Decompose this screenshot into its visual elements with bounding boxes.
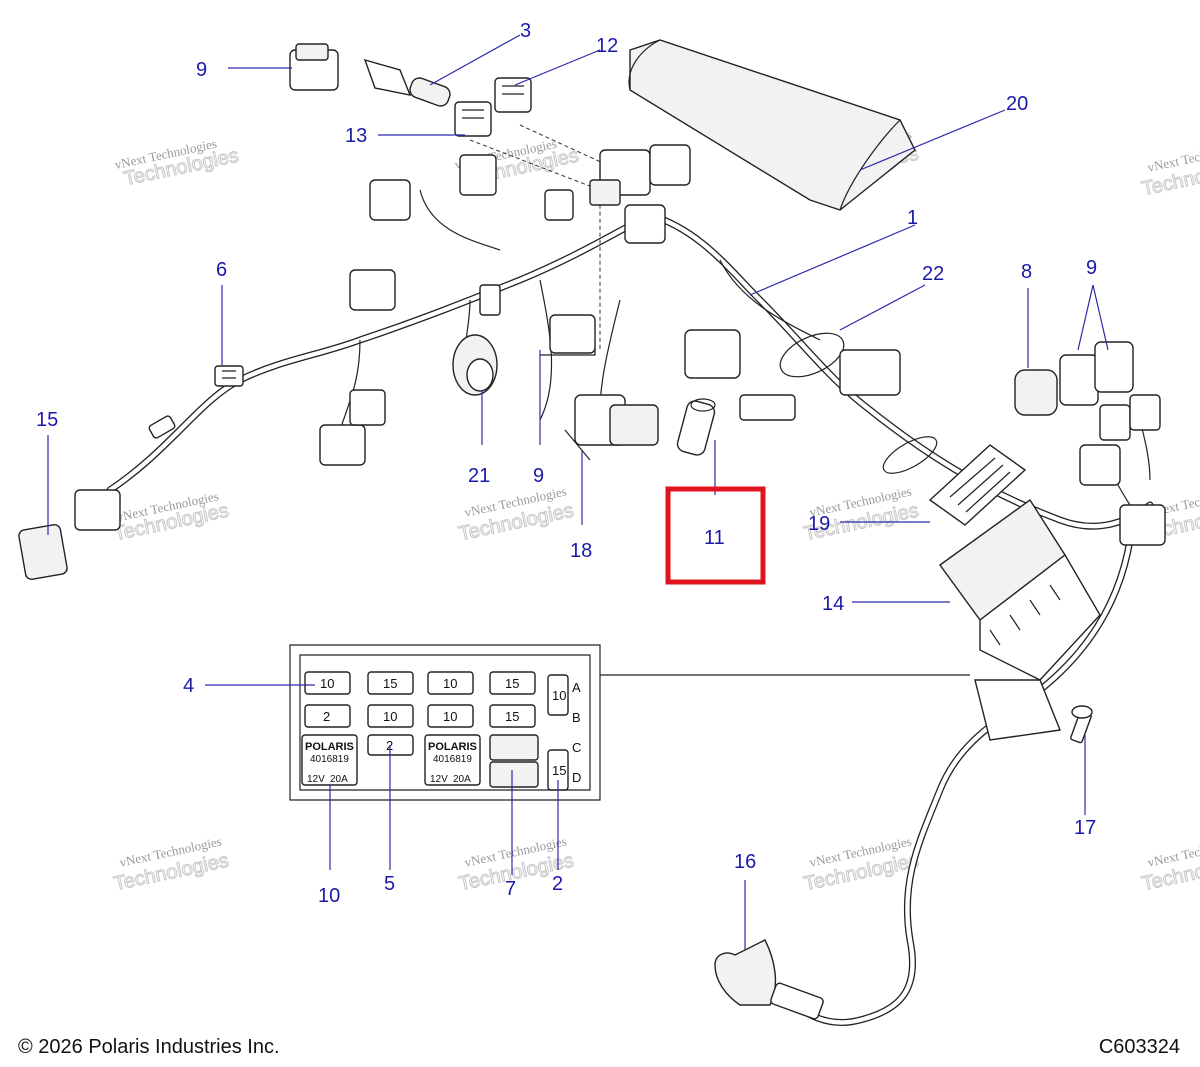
fuse-r1-3-label: 10 bbox=[443, 676, 457, 691]
fuse-r1-4-label: 15 bbox=[505, 676, 519, 691]
part-16-connector-boot[interactable] bbox=[714, 939, 824, 1020]
part-9-connector-right[interactable] bbox=[1059, 341, 1166, 546]
callout-18[interactable]: 18 bbox=[570, 540, 592, 562]
part-17-ground-bolt[interactable] bbox=[1070, 705, 1093, 744]
slot-letter-a: A bbox=[572, 680, 581, 695]
fuse-r1-4[interactable] bbox=[489, 671, 536, 695]
callout-2[interactable]: 2 bbox=[552, 873, 563, 895]
part-9-connector-top[interactable] bbox=[289, 43, 339, 91]
part-22-cable-tie[interactable] bbox=[774, 324, 901, 396]
callout-10[interactable]: 10 bbox=[318, 885, 340, 907]
fuse-r2-1-label: 2 bbox=[323, 709, 330, 724]
connector-left[interactable] bbox=[74, 389, 386, 531]
callout-15[interactable]: 15 bbox=[36, 409, 58, 431]
callout-21[interactable]: 21 bbox=[468, 465, 490, 487]
callout-labels: 1 2 3 4 5 6 7 8 9 9 9 10 11 12 13 14 15 … bbox=[36, 20, 1097, 907]
callout-16[interactable]: 16 bbox=[734, 851, 756, 873]
callout-1[interactable]: 1 bbox=[907, 207, 918, 229]
fuse-r2-1[interactable] bbox=[304, 704, 351, 728]
relay-connector[interactable] bbox=[684, 329, 796, 421]
callout-9-middle[interactable]: 9 bbox=[533, 465, 544, 487]
part-13-terminal-seal[interactable] bbox=[454, 101, 492, 137]
part-3-connector-plug[interactable] bbox=[363, 58, 452, 108]
relay-2[interactable] bbox=[424, 734, 481, 786]
callout-12[interactable]: 12 bbox=[596, 35, 618, 57]
callout-5[interactable]: 5 bbox=[384, 873, 395, 895]
part-21-grommet[interactable] bbox=[452, 334, 498, 396]
callout-17[interactable]: 17 bbox=[1074, 817, 1096, 839]
leader-lines bbox=[47, 34, 1109, 950]
fuse-r1-2-label: 15 bbox=[383, 676, 397, 691]
callout-6[interactable]: 6 bbox=[216, 259, 227, 281]
connector-cluster-center[interactable] bbox=[349, 144, 691, 316]
part-6-connector[interactable] bbox=[214, 365, 244, 387]
fuse-r2-3[interactable] bbox=[427, 704, 474, 728]
callout-20[interactable]: 20 bbox=[1006, 93, 1028, 115]
relay-1-part: 4016819 bbox=[310, 754, 349, 765]
fuse-r2-3-label: 10 bbox=[443, 709, 457, 724]
relay-1-amperage: 20A bbox=[330, 774, 348, 785]
part-8-connector[interactable] bbox=[1014, 369, 1058, 416]
diode-module-2[interactable] bbox=[489, 761, 539, 788]
side-fuse-1-label: 10 bbox=[552, 688, 566, 703]
part-9-connector-middle[interactable] bbox=[540, 314, 596, 356]
fuse-r2-2-label: 10 bbox=[383, 709, 397, 724]
callout-3[interactable]: 3 bbox=[520, 20, 531, 42]
callout-8[interactable]: 8 bbox=[1021, 261, 1032, 283]
callout-9-right[interactable]: 9 bbox=[1086, 257, 1097, 279]
diode-module-1[interactable] bbox=[489, 734, 539, 761]
relay-2-amperage: 20A bbox=[453, 774, 471, 785]
fuse-r1-3[interactable] bbox=[427, 671, 474, 695]
part-15-connector-cap[interactable] bbox=[18, 523, 68, 581]
side-fuse-2-label: 15 bbox=[552, 763, 566, 778]
copyright-text: © 2026 Polaris Industries Inc. bbox=[18, 1036, 280, 1058]
relay-2-brand: POLARIS bbox=[428, 741, 477, 753]
fuse-r1-1[interactable] bbox=[304, 671, 351, 695]
fuse-r1-2[interactable] bbox=[367, 671, 414, 695]
diagram-id: C603324 bbox=[1098, 1036, 1180, 1058]
highlight-box-part-11 bbox=[665, 486, 766, 585]
part-11-terminal[interactable] bbox=[676, 398, 717, 457]
fuse-r1-1-label: 10 bbox=[320, 676, 334, 691]
part-12-terminal-seal[interactable] bbox=[494, 77, 532, 113]
slot-letter-b: B bbox=[572, 710, 581, 725]
part-20-harness-sleeve[interactable] bbox=[628, 39, 916, 211]
callout-9-top[interactable]: 9 bbox=[196, 59, 207, 81]
part-18-connector[interactable] bbox=[564, 394, 659, 461]
callout-4[interactable]: 4 bbox=[183, 675, 194, 697]
relay-2-part: 4016819 bbox=[433, 754, 472, 765]
part-14-fuse-box-cover[interactable] bbox=[939, 498, 1101, 741]
main-wire-harness[interactable] bbox=[106, 124, 1154, 1026]
side-fuse-1[interactable] bbox=[547, 674, 569, 716]
callout-7[interactable]: 7 bbox=[505, 878, 516, 900]
slot-letter-c: C bbox=[572, 740, 581, 755]
callout-22[interactable]: 22 bbox=[922, 263, 944, 285]
callout-19[interactable]: 19 bbox=[808, 513, 830, 535]
fuse-r2-4-label: 15 bbox=[505, 709, 519, 724]
callout-13[interactable]: 13 bbox=[345, 125, 367, 147]
part-19-label[interactable] bbox=[878, 430, 1027, 526]
callout-14[interactable]: 14 bbox=[822, 593, 844, 615]
relay-2-voltage: 12V bbox=[430, 774, 448, 785]
relay-1-brand: POLARIS bbox=[305, 741, 354, 753]
fuse-r2-4[interactable] bbox=[489, 704, 536, 728]
relay-1-voltage: 12V bbox=[307, 774, 325, 785]
slot-letter-d: D bbox=[572, 770, 581, 785]
callout-11[interactable]: 11 bbox=[704, 527, 725, 549]
fuse-r2-2[interactable] bbox=[367, 704, 414, 728]
fuse-box-detail[interactable]: 10 15 10 15 2 10 10 15 2 10 15 A B C D P… bbox=[289, 644, 970, 801]
